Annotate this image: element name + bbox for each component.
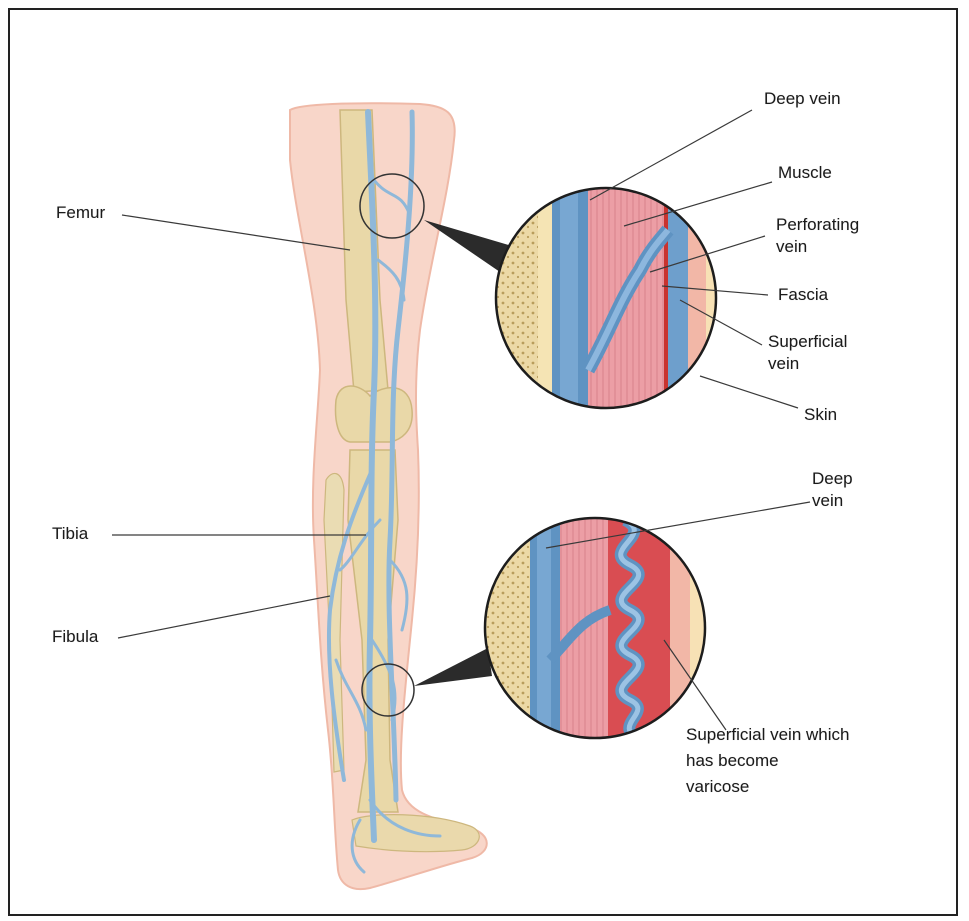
label-fascia: Fascia [778,284,828,305]
label-fibula: Fibula [52,626,98,647]
label-deep-vein-bottom-line1: Deep [812,468,853,489]
label-deep-vein-top: Deep vein [764,88,841,109]
magnified-view-top [490,180,730,420]
connector-bottom [414,648,492,686]
label-varicose-line2: has become [686,750,779,771]
label-skin: Skin [804,404,837,425]
label-superficial-line1: Superficial [768,331,847,352]
label-perforating-line2: vein [776,236,807,257]
label-varicose-line3: varicose [686,776,749,797]
connector-top [424,220,512,272]
label-femur: Femur [56,202,105,223]
label-perforating-line1: Perforating [776,214,859,235]
label-varicose-line1: Superficial vein which [686,724,849,745]
label-superficial-line2: vein [768,353,799,374]
magnified-view-bottom [480,510,720,750]
label-tibia: Tibia [52,523,88,544]
label-muscle: Muscle [778,162,832,183]
label-deep-vein-bottom-line2: vein [812,490,843,511]
